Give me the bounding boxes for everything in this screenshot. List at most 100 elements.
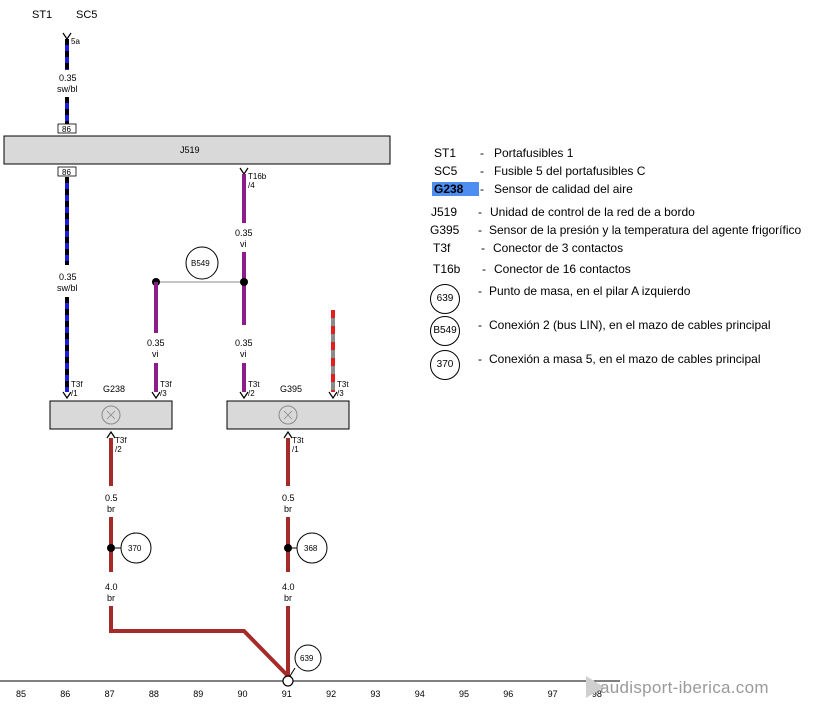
- legend-desc: Conector de 3 contactos: [493, 241, 624, 255]
- legend-desc: Punto de masa, en el pilar A izquierdo: [489, 284, 691, 298]
- t3f2-label-b: /2: [115, 445, 122, 454]
- node-368: [296, 532, 328, 564]
- legend-desc: Fusible 5 del portafusibles C: [494, 164, 646, 178]
- legend-dash: -: [480, 146, 484, 160]
- node-370: [120, 532, 152, 564]
- scale-label: 94: [415, 689, 425, 699]
- legend-desc: Unidad de control de la red de a bordo: [490, 205, 695, 219]
- g238-label: G238: [103, 384, 125, 394]
- t3t1-arrow: [283, 430, 293, 439]
- node-639-label: 639: [300, 654, 314, 663]
- wire2-gauge: 0.35: [59, 272, 77, 282]
- t3t1-label-b: /1: [292, 445, 299, 454]
- wire5-color: vi: [240, 349, 247, 359]
- wire8-gauge: 4.0: [105, 582, 118, 592]
- pin-86-top: [57, 123, 77, 134]
- t3t3-label-b: /3: [337, 389, 344, 398]
- t16b4-label-a: T16b: [248, 172, 267, 181]
- legend-node-circle: 639: [430, 284, 460, 314]
- g395-sensor-icon: [278, 405, 298, 425]
- legend-desc: Sensor de la presión y la temperatura de…: [489, 223, 802, 237]
- legend-desc: Conector de 16 contactos: [494, 262, 631, 276]
- watermark: audisport-iberica.com: [600, 678, 769, 697]
- pin-86-bottom-label: 86: [62, 168, 71, 177]
- legend-dash: -: [478, 352, 482, 366]
- b549-node: [185, 246, 219, 280]
- t3t2-label-a: T3t: [248, 380, 260, 389]
- g395-sensor-icon-x: [283, 410, 293, 420]
- scale-label: 86: [60, 689, 70, 699]
- legend-desc: Portafusibles 1: [494, 146, 574, 160]
- node-639-lead: [289, 667, 296, 677]
- wire-br-left-ground: [109, 606, 290, 678]
- wire6-gauge: 0.5: [105, 493, 118, 503]
- legend-dash: -: [478, 318, 482, 332]
- t3f3-label-b: /3: [160, 389, 167, 398]
- node-639: [294, 644, 322, 672]
- legend-desc: Conexión 2 (bus LIN), en el mazo de cabl…: [489, 318, 771, 332]
- g238-sensor-icon-x: [106, 410, 116, 420]
- legend-code: ST1: [434, 146, 457, 160]
- legend-dash: -: [478, 284, 482, 298]
- legend-code: T16b: [433, 262, 461, 276]
- t3t2-arrow: [239, 391, 249, 400]
- terminal-5a-arrow: [62, 32, 72, 41]
- wire4-color: vi: [152, 349, 159, 359]
- ground-terminal: [282, 675, 294, 687]
- wire4-gauge: 0.35: [147, 338, 165, 348]
- t3f1-label-b: /1: [71, 389, 78, 398]
- st1-label: ST1: [32, 9, 52, 21]
- splice-dot-right: [240, 278, 248, 286]
- legend-code: J519: [431, 205, 458, 219]
- scale-label: 88: [149, 689, 159, 699]
- wire9-color: br: [284, 593, 292, 603]
- t3t1-label-a: T3t: [292, 436, 304, 445]
- j519-unit: [3, 135, 391, 165]
- t16b4-label-b: /4: [248, 181, 255, 190]
- legend-desc: Conexión a masa 5, en el mazo de cables …: [489, 352, 761, 366]
- scale-label: 92: [326, 689, 336, 699]
- pin-86-top-label: 86: [62, 125, 71, 134]
- t3t3-arrow: [328, 391, 338, 400]
- scale-label: 93: [370, 689, 380, 699]
- wire9-gauge: 4.0: [282, 582, 295, 592]
- wire8-color: br: [107, 593, 115, 603]
- t3f1-label-a: T3f: [71, 380, 83, 389]
- watermark-arrow-icon: [586, 676, 604, 698]
- legend-code: G395: [430, 223, 460, 237]
- t3f2-arrow: [106, 430, 116, 439]
- legend-node-circle: 370: [430, 350, 460, 380]
- scale-label: 91: [282, 689, 292, 699]
- wire1-gauge: 0.35: [59, 73, 77, 83]
- scale-label: 89: [193, 689, 203, 699]
- t3f3-arrow: [151, 391, 161, 400]
- wire5-gauge: 0.35: [235, 338, 253, 348]
- legend-code: SC5: [434, 164, 458, 178]
- wire2-color: sw/bl: [57, 283, 78, 293]
- legend-node-circle: B549: [430, 316, 460, 346]
- t16b4-arrow: [239, 167, 249, 176]
- t3f2-label-a: T3f: [115, 436, 127, 445]
- legend-dash: -: [478, 223, 482, 237]
- node-370-label: 370: [128, 544, 142, 553]
- wire3-gauge: 0.35: [235, 228, 253, 238]
- t3t2-label-b: /2: [248, 389, 255, 398]
- scale-label: 85: [16, 689, 26, 699]
- wire3-color: vi: [240, 239, 247, 249]
- node-368-label: 368: [304, 544, 318, 553]
- legend-code: T3f: [433, 241, 451, 255]
- wire1-color: sw/bl: [57, 84, 78, 94]
- b549-label: B549: [191, 259, 210, 268]
- wire6-color: br: [107, 504, 115, 514]
- legend-dash: -: [481, 241, 485, 255]
- scale-label: 87: [105, 689, 115, 699]
- legend-desc: Sensor de calidad del aire: [494, 182, 633, 196]
- wire7-gauge: 0.5: [282, 493, 295, 503]
- legend-dash: -: [482, 262, 486, 276]
- wire7-color: br: [284, 504, 292, 514]
- legend-dash: -: [480, 164, 484, 178]
- legend-dash: -: [478, 205, 482, 219]
- legend-code-highlighted[interactable]: G238: [432, 182, 480, 196]
